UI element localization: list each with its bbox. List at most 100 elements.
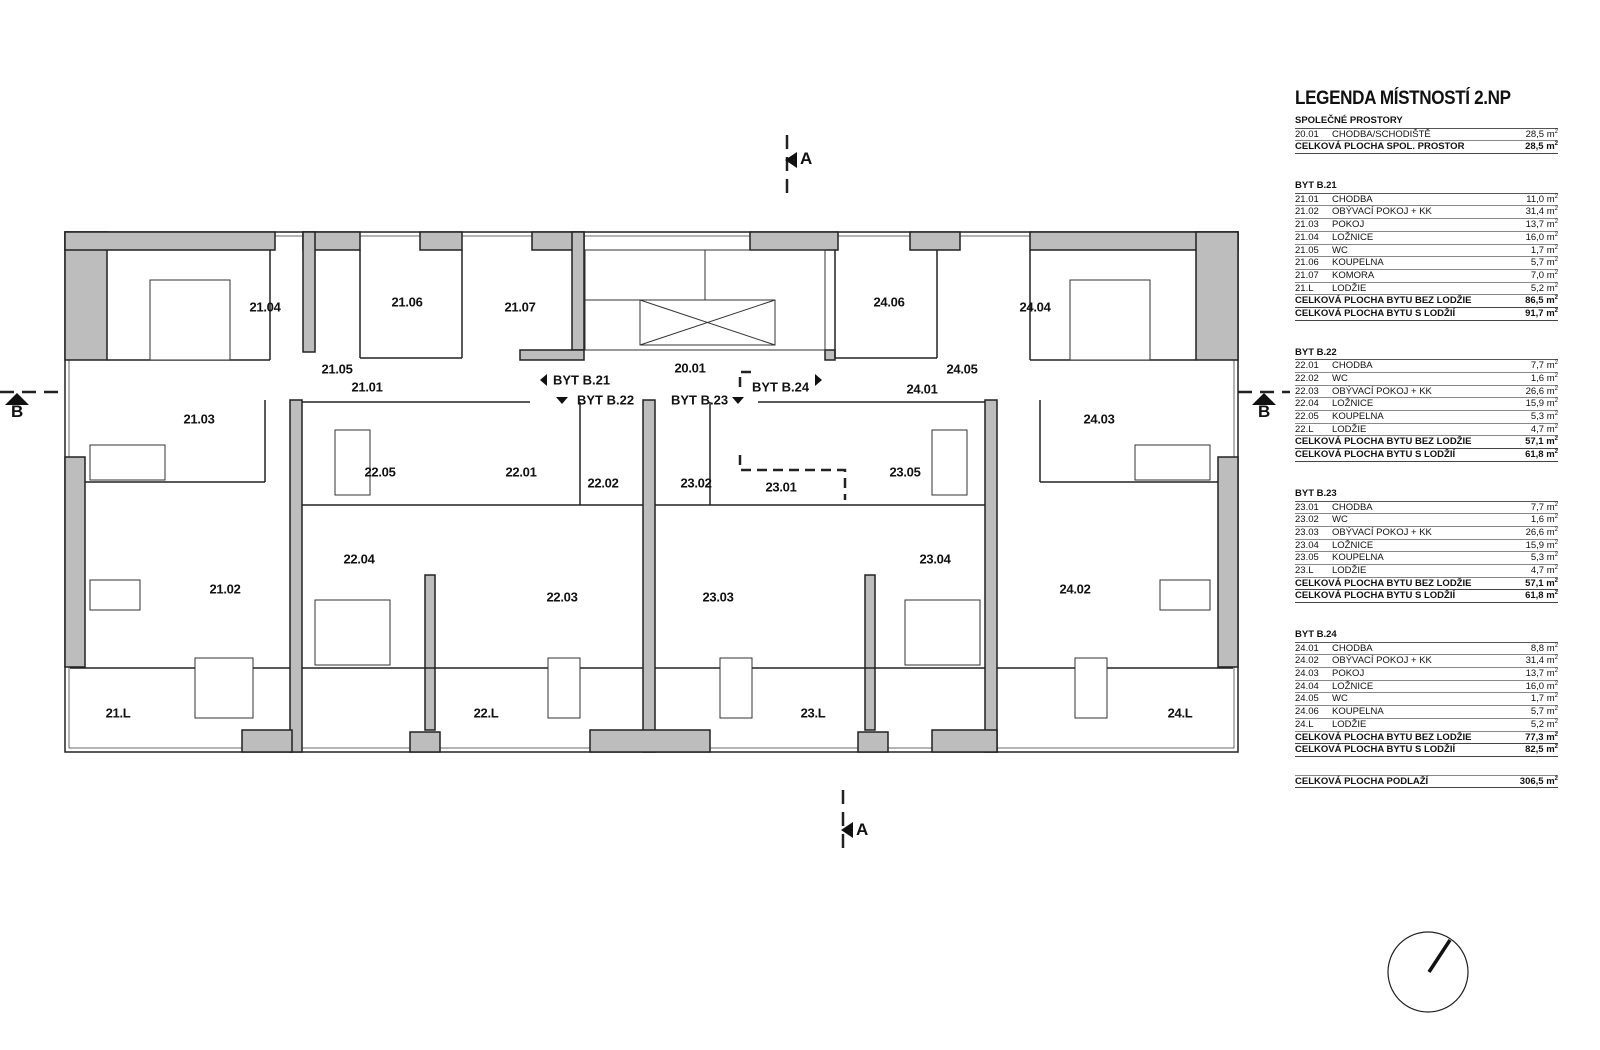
- room-code: 24.01: [1295, 642, 1319, 654]
- unit-exp: 2: [1554, 372, 1558, 379]
- unit-base: m: [1546, 398, 1555, 410]
- furniture: [89, 279, 1211, 719]
- area-number: 61,8: [1525, 590, 1544, 602]
- room-name: CHODBA/SCHODIŠTĚ: [1332, 128, 1431, 140]
- unit: m2: [1547, 552, 1558, 563]
- unit-base: m: [1546, 307, 1555, 319]
- unit-exp: 2: [1554, 501, 1558, 508]
- unit: m2: [1547, 565, 1558, 576]
- area-number: 16,0: [1525, 680, 1545, 692]
- unit-base: m: [1546, 514, 1555, 526]
- room-code: 21.05: [1295, 244, 1319, 256]
- area-number: 1,6: [1530, 514, 1545, 526]
- unit-base: m: [1546, 423, 1555, 435]
- room-name: CELKOVÁ PLOCHA BYTU BEZ LODŽIE: [1295, 436, 1472, 448]
- unit-base: m: [1546, 655, 1555, 667]
- unit-base: m: [1546, 693, 1555, 705]
- unit-exp: 2: [1554, 231, 1558, 238]
- legend-title: LEGENDA MÍSTNOSTÍ 2.NP: [1295, 88, 1511, 109]
- unit-exp: 2: [1554, 206, 1558, 213]
- room-code: 21.07: [1295, 269, 1319, 281]
- area-value: 31,4 m2: [1526, 655, 1558, 667]
- area-number: 306,5: [1519, 775, 1544, 787]
- area-value: 77,3 m2: [1525, 731, 1558, 744]
- unit-exp: 2: [1554, 244, 1558, 251]
- unit-exp: 2: [1554, 718, 1558, 725]
- area-value: 13,7 m2: [1526, 219, 1558, 231]
- unit-base: m: [1546, 680, 1555, 692]
- unit-base: m: [1546, 577, 1555, 589]
- room-name: CELKOVÁ PLOCHA PODLAŽÍ: [1295, 775, 1429, 787]
- unit-exp: 2: [1554, 590, 1558, 597]
- room-code: 24.02: [1295, 655, 1319, 667]
- unit-base: m: [1546, 385, 1555, 397]
- unit: m2: [1546, 776, 1558, 787]
- unit: m2: [1546, 744, 1558, 755]
- area-value: 4,7 m2: [1531, 565, 1558, 577]
- arrow-icons: [5, 152, 1276, 838]
- area-value: 13,7 m2: [1526, 668, 1558, 680]
- room-code: 22.02: [1295, 373, 1319, 384]
- unit: m2: [1547, 257, 1558, 268]
- room-name: KOMORA: [1332, 269, 1375, 281]
- area-number: 91,7: [1525, 307, 1544, 319]
- unit: m2: [1546, 577, 1558, 589]
- unit: m2: [1547, 244, 1558, 255]
- unit-base: m: [1546, 231, 1555, 243]
- room-code: 21.04: [1295, 231, 1319, 243]
- unit: m2: [1547, 681, 1558, 692]
- area-number: 26,6: [1525, 385, 1545, 397]
- unit-exp: 2: [1554, 705, 1558, 712]
- apartment-label: BYT B.23: [671, 392, 729, 408]
- unit: m2: [1547, 360, 1558, 371]
- unit: m2: [1547, 693, 1558, 704]
- unit-base: m: [1546, 411, 1555, 423]
- room-code: 23.04: [1295, 539, 1319, 551]
- unit-base: m: [1546, 552, 1555, 564]
- room-legend: LEGENDA MÍSTNOSTÍ 2.NP SPOLEČNÉ PROSTORY…: [1295, 88, 1558, 788]
- area-number: 5,7: [1530, 257, 1545, 269]
- legend-grand-total: CELKOVÁ PLOCHA PODLAŽÍ 306,5 m2: [1295, 774, 1558, 788]
- unit: m2: [1547, 232, 1558, 243]
- room-code: 22.05: [1295, 411, 1319, 423]
- area-value: 31,4 m2: [1526, 206, 1558, 218]
- unit-exp: 2: [1554, 128, 1558, 135]
- area-value: 5,2 m2: [1531, 282, 1558, 295]
- area-number: 5,3: [1530, 552, 1545, 564]
- unit: m2: [1546, 141, 1558, 152]
- room-name: CELKOVÁ PLOCHA BYTU S LODŽIÍ: [1295, 307, 1456, 319]
- unit: m2: [1546, 449, 1558, 460]
- unit-base: m: [1546, 436, 1555, 448]
- room-label: 23.05: [889, 464, 921, 480]
- room-code: 21.06: [1295, 257, 1319, 269]
- room-name: WC: [1332, 244, 1348, 256]
- area-value: 15,9 m2: [1526, 539, 1558, 552]
- room-name: CHODBA: [1332, 193, 1373, 205]
- room-name: LODŽIE: [1332, 564, 1367, 576]
- area-number: 61,8: [1525, 449, 1544, 461]
- room-name: WC: [1332, 373, 1348, 384]
- area-value: 61,8 m2: [1525, 449, 1558, 461]
- section-lines: [0, 135, 1290, 855]
- unit: m2: [1547, 719, 1558, 730]
- room-name: KOUPELNA: [1332, 411, 1384, 423]
- room-name: CELKOVÁ PLOCHA BYTU BEZ LODŽIE: [1295, 731, 1472, 743]
- area-number: 5,3: [1530, 411, 1545, 423]
- area-value: 7,7 m2: [1531, 360, 1558, 372]
- room-name: CELKOVÁ PLOCHA BYTU S LODŽIÍ: [1295, 744, 1456, 756]
